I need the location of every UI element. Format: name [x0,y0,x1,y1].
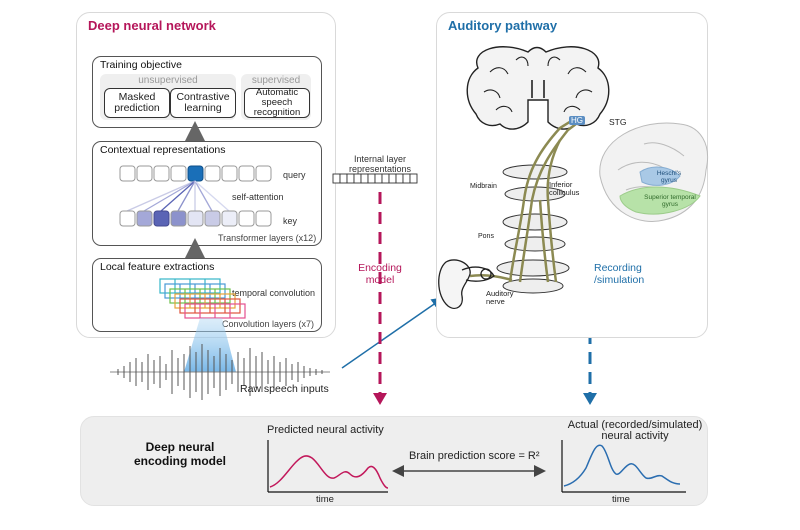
supervised-label: supervised [251,75,301,86]
deep-neural-network-title: Deep neural network [88,18,216,33]
unsupervised-label: unsupervised [138,75,198,86]
predicted-time-label: time [316,494,334,505]
heschls-gyrus-region [639,166,681,186]
internal-layer-label: Internal layer representations [348,154,412,174]
internal-layer-strip [332,173,418,184]
key-row [119,210,272,227]
coronal-brain-slice [466,46,610,130]
recording-simulation-label: Recording /simulation [594,262,645,286]
actual-activity-title: Actual (recorded/simulated) neural activ… [567,419,703,442]
recording-arrowhead [583,393,597,405]
heschls-gyrus-label: Heschl's gyrus [656,170,682,184]
query-label: query [283,170,306,180]
raw-speech-inputs-label: Raw speech inputs [240,383,329,395]
speech-waveform [110,344,330,400]
auditory-pathway-title: Auditory pathway [448,18,558,33]
predicted-curve [269,455,389,489]
training-objective-title: Training objective [100,59,182,71]
speech-to-ear-arrow [341,297,444,369]
stg-label: STG [609,117,627,127]
contextual-representations-box [92,141,322,246]
input-beam [184,318,236,372]
actual-time-label: time [612,494,630,505]
masked-prediction-box: Masked prediction [104,88,170,118]
superior-temporal-gyrus-label: Superior temporal gyrus [644,194,696,208]
convolution-layers-label: Convolution layers (x7) [222,319,315,329]
local-feature-title: Local feature extractions [100,261,215,273]
actual-axes [561,440,686,493]
asr-box: Automatic speech recognition [244,88,310,118]
actual-curve [563,444,681,487]
attention-lines [126,180,230,212]
midbrain-label: Midbrain [470,183,497,190]
superior-temporal-gyrus-region [619,186,701,215]
encoding-model-arrowhead [373,393,387,405]
encoding-model-label: Encoding model [358,262,402,286]
predicted-axes [267,440,388,493]
inferior-colliculus-label: Inferior colliculus [549,180,580,197]
contextual-representations-title: Contextual representations [100,144,226,156]
hg-label: HG [569,116,585,125]
auditory-nerve-label: Auditory nerve [486,289,514,306]
auditory-tracts [469,116,585,283]
temporal-convolution-label: temporal convolution [232,288,316,298]
ear-illustration [438,259,495,310]
query-row [119,165,272,182]
encoding-model-title: Deep neural encoding model [133,440,226,468]
encoding-model-panel [80,416,708,506]
transformer-layers-label: Transformer layers (x12) [218,233,317,243]
predicted-activity-title: Predicted neural activity [267,424,384,436]
prediction-score-label: Brain prediction score = R² [409,450,540,462]
key-label: key [283,216,298,226]
pons-label: Pons [478,233,494,240]
self-attention-label: self-attention [232,192,284,202]
contrastive-learning-box: Contrastive learning [170,88,236,118]
